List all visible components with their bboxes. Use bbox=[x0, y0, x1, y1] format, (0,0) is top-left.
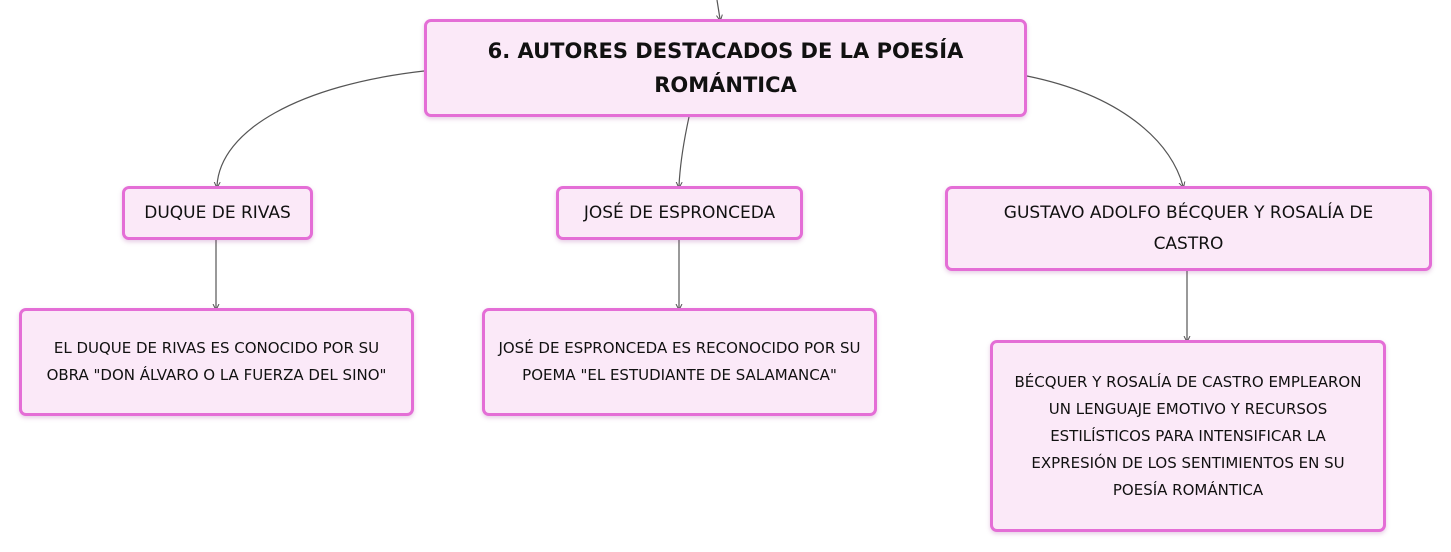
detail-node-duque-de-rivas[interactable]: EL DUQUE DE RIVAS ES CONOCIDO POR SU OBR… bbox=[19, 308, 414, 416]
topic-node-becquer-y-rosalia[interactable]: GUSTAVO ADOLFO BÉCQUER Y ROSALÍA DE CAST… bbox=[945, 186, 1432, 271]
detail-node-becquer-y-rosalia[interactable]: BÉCQUER Y ROSALÍA DE CASTRO EMPLEARON UN… bbox=[990, 340, 1386, 532]
connector-root-to-becquer bbox=[1026, 75, 1183, 186]
topic-label: DUQUE DE RIVAS bbox=[144, 202, 291, 223]
topic-label: GUSTAVO ADOLFO BÉCQUER Y ROSALÍA DE CAST… bbox=[1003, 202, 1374, 254]
connector-parent-to-root bbox=[717, 0, 720, 19]
topic-node-jose-de-espronceda[interactable]: JOSÉ DE ESPRONCEDA bbox=[556, 186, 803, 240]
detail-text: BÉCQUER Y ROSALÍA DE CASTRO EMPLEARON UN… bbox=[1014, 372, 1362, 499]
detail-node-jose-de-espronceda[interactable]: JOSÉ DE ESPRONCEDA ES RECONOCIDO POR SU … bbox=[482, 308, 877, 416]
connector-root-to-rivas bbox=[217, 70, 425, 186]
root-topic-label: 6. AUTORES DESTACADOS DE LA POESÍA ROMÁN… bbox=[487, 39, 964, 97]
connector-root-to-espronceda bbox=[679, 116, 690, 186]
detail-text: EL DUQUE DE RIVAS ES CONOCIDO POR SU OBR… bbox=[46, 339, 387, 384]
root-topic-node[interactable]: 6. AUTORES DESTACADOS DE LA POESÍA ROMÁN… bbox=[424, 19, 1027, 117]
topic-node-duque-de-rivas[interactable]: DUQUE DE RIVAS bbox=[122, 186, 313, 240]
detail-text: JOSÉ DE ESPRONCEDA ES RECONOCIDO POR SU … bbox=[498, 339, 861, 384]
topic-label: JOSÉ DE ESPRONCEDA bbox=[583, 202, 776, 223]
